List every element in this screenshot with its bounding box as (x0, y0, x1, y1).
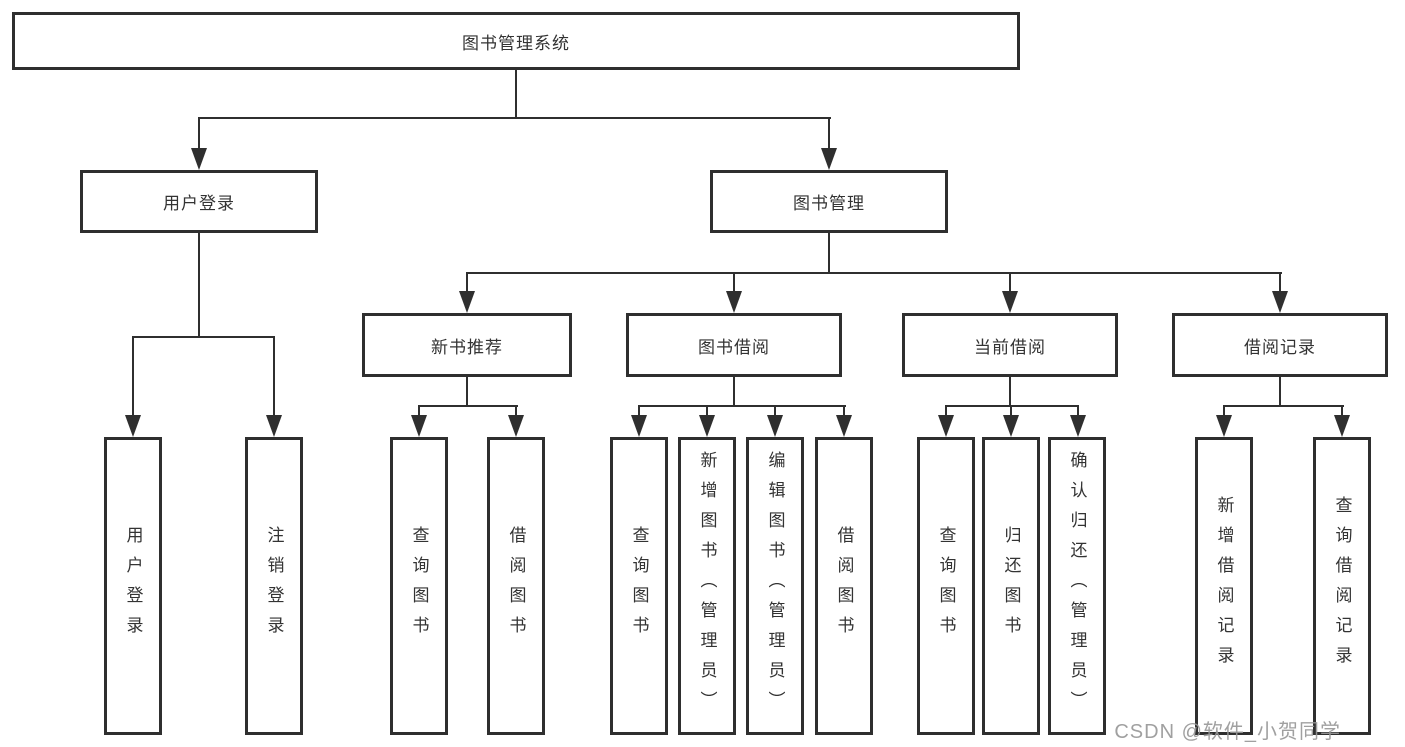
arrow-down-icon (1002, 291, 1018, 313)
connector-vline (466, 377, 468, 407)
arrow-down-icon (767, 415, 783, 437)
connector-vline (132, 336, 134, 417)
connector-vline (945, 405, 947, 417)
connector-vline (733, 377, 735, 407)
leaf-edit-books-admin: 编辑图书（管理员） (746, 437, 804, 735)
connector-vline (828, 117, 830, 150)
connector-vline (828, 233, 830, 274)
leaf-query-books-current: 查询图书 (917, 437, 975, 735)
connector-hline (1223, 405, 1344, 407)
connector-hline (132, 336, 275, 338)
connector-hline (945, 405, 1079, 407)
watermark: CSDN @软件_小贺同学 (1114, 721, 1341, 743)
connector-vline (774, 405, 776, 417)
arrow-down-icon (1334, 415, 1350, 437)
leaf-logout: 注销登录 (245, 437, 303, 735)
node-book-management: 图书管理 (710, 170, 948, 233)
arrow-down-icon (125, 415, 141, 437)
node-current-borrow: 当前借阅 (902, 313, 1118, 377)
connector-vline (1010, 405, 1012, 417)
node-new-book-recommend: 新书推荐 (362, 313, 572, 377)
leaf-query-borrow-record: 查询借阅记录 (1313, 437, 1371, 735)
arrow-down-icon (699, 415, 715, 437)
node-library-system: 图书管理系统 (12, 12, 1020, 70)
arrow-down-icon (459, 291, 475, 313)
arrow-down-icon (1070, 415, 1086, 437)
leaf-query-books-recommend: 查询图书 (390, 437, 448, 735)
leaf-confirm-return-admin: 确认归还（管理员） (1048, 437, 1106, 735)
connector-vline (1279, 272, 1281, 293)
arrow-down-icon (726, 291, 742, 313)
arrow-down-icon (191, 148, 207, 170)
connector-vline (1009, 272, 1011, 293)
leaf-return-books: 归还图书 (982, 437, 1040, 735)
leaf-user-login: 用户登录 (104, 437, 162, 735)
connector-vline (466, 272, 468, 293)
connector-vline (515, 405, 517, 417)
node-user-login: 用户登录 (80, 170, 318, 233)
connector-hline (466, 272, 1282, 274)
leaf-add-borrow-record: 新增借阅记录 (1195, 437, 1253, 735)
connector-vline (515, 70, 517, 119)
arrow-down-icon (1216, 415, 1232, 437)
connector-vline (843, 405, 845, 417)
leaf-borrow-books: 借阅图书 (815, 437, 873, 735)
arrow-down-icon (508, 415, 524, 437)
node-book-borrow: 图书借阅 (626, 313, 842, 377)
arrow-down-icon (266, 415, 282, 437)
node-borrow-records: 借阅记录 (1172, 313, 1388, 377)
connector-hline (418, 405, 518, 407)
connector-vline (1223, 405, 1225, 417)
leaf-query-books-borrow: 查询图书 (610, 437, 668, 735)
connector-vline (418, 405, 420, 417)
connector-vline (1077, 405, 1079, 417)
connector-vline (1009, 377, 1011, 407)
leaf-borrow-books-recommend: 借阅图书 (487, 437, 545, 735)
arrow-down-icon (411, 415, 427, 437)
connector-vline (638, 405, 640, 417)
connector-vline (1341, 405, 1343, 417)
connector-hline (638, 405, 846, 407)
arrow-down-icon (938, 415, 954, 437)
connector-vline (198, 117, 200, 150)
connector-hline (198, 117, 831, 119)
connector-vline (273, 336, 275, 417)
arrow-down-icon (1272, 291, 1288, 313)
leaf-add-books-admin: 新增图书（管理员） (678, 437, 736, 735)
arrow-down-icon (631, 415, 647, 437)
arrow-down-icon (836, 415, 852, 437)
connector-vline (706, 405, 708, 417)
arrow-down-icon (821, 148, 837, 170)
arrow-down-icon (1003, 415, 1019, 437)
connector-vline (198, 233, 200, 338)
connector-vline (1279, 377, 1281, 407)
connector-vline (733, 272, 735, 293)
